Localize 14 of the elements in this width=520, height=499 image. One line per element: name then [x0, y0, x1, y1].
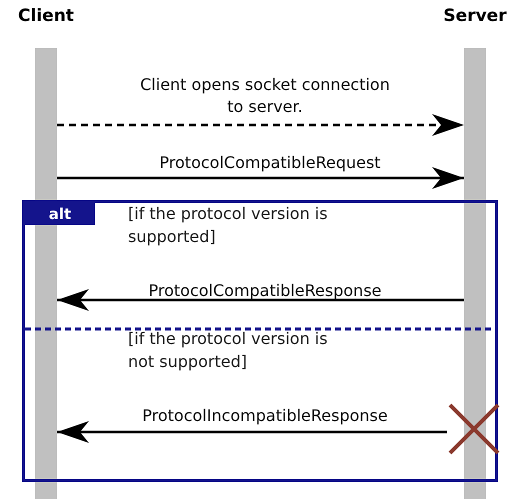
message-label: ProtocolCompatibleRequest — [158, 152, 382, 174]
message-arrow — [57, 114, 464, 136]
participant-name: Client — [17, 6, 75, 26]
fragment-tag: alt — [25, 203, 95, 225]
participant-name: Server — [442, 6, 508, 26]
message-arrow — [57, 289, 464, 311]
guard-condition: [if the protocol version is not supported] — [128, 328, 329, 373]
message-arrow — [57, 421, 447, 443]
message-label: Client opens socket connection to server. — [139, 74, 391, 118]
message-arrow — [57, 167, 464, 189]
guard-condition: [if the protocol version is supported] — [128, 203, 329, 248]
message-label: ProtocolIncompatibleResponse — [141, 405, 389, 427]
message-label: ProtocolCompatibleResponse — [148, 280, 382, 302]
destroy-cross — [447, 402, 501, 456]
